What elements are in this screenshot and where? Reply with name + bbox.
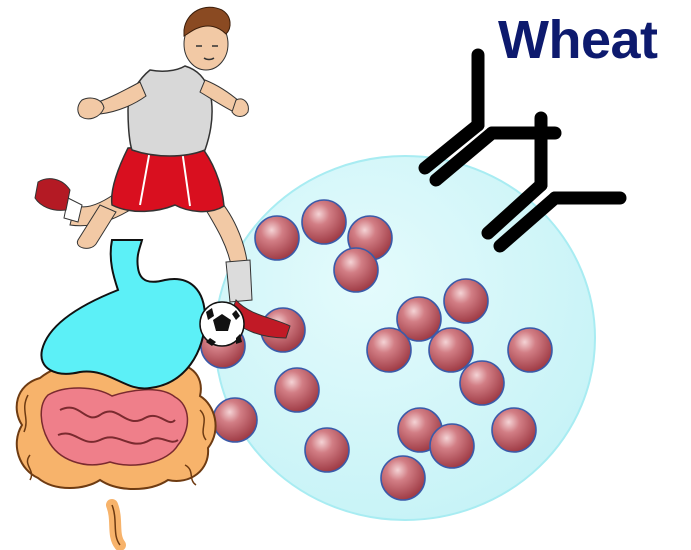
- granule: [381, 456, 425, 500]
- granule: [255, 216, 299, 260]
- stomach-icon: [41, 240, 205, 388]
- granule: [508, 328, 552, 372]
- granule: [444, 279, 488, 323]
- granule: [430, 424, 474, 468]
- granule: [460, 361, 504, 405]
- granule: [213, 398, 257, 442]
- granule: [275, 368, 319, 412]
- granule: [492, 408, 536, 452]
- soccer-ball-icon: [200, 302, 244, 346]
- granule: [429, 328, 473, 372]
- granule: [305, 428, 349, 472]
- intestines-icon: [17, 362, 216, 545]
- granule: [334, 248, 378, 292]
- granule: [302, 200, 346, 244]
- granule: [367, 328, 411, 372]
